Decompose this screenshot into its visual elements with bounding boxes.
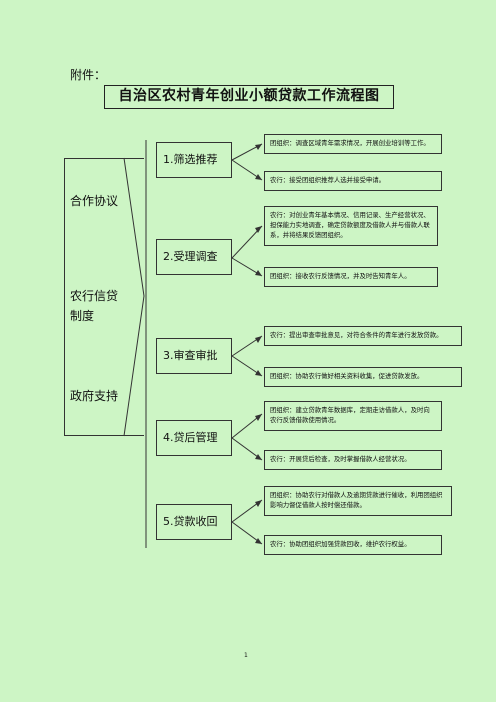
step5-note-youth-league: 团组织：协助农行对借款人及逾期贷款进行催收，利用团组织影响力督促借款人按时偿还借… (264, 486, 452, 516)
step1-note-youth-league: 团组织：调查区域青年需求情况，开展创业培训等工作。 (264, 134, 442, 154)
cooperation-agreement-label: 合作协议 (70, 194, 119, 208)
step2-note-bank: 农行：对创业青年基本情况、信用记录、生产经营状况、担保能力实地调查，确定贷款额度… (264, 206, 438, 246)
step-screening-box: 1.筛选推荐 (156, 142, 232, 178)
page-number: 1 (244, 652, 248, 659)
step3-note-bank: 农行：提出审查审批意见，对符合条件的青年进行发放贷款。 (264, 326, 462, 346)
bank-credit-policy-label-line2: 制度 (70, 309, 95, 323)
government-support-label: 政府支持 (70, 389, 119, 403)
step2-note-youth-league: 团组织：接收农行反馈情况，并及时告知青年人。 (264, 267, 438, 287)
flowchart-title: 自治区农村青年创业小额贷款工作流程图 (104, 85, 394, 109)
step-loan-recovery-box: 5.贷款收回 (156, 504, 232, 540)
step4-note-youth-league: 团组织：建立贷款青年数据库，定期走访借款人，及时向农行反馈借款使用情况。 (264, 401, 442, 431)
step-post-loan-box: 4.贷后管理 (156, 420, 232, 456)
attachment-label: 附件： (70, 68, 107, 82)
bank-credit-policy-label-line1: 农行信贷 (70, 289, 119, 303)
step5-note-bank: 农行：协助团组织加强贷款回收，维护农行权益。 (264, 535, 442, 555)
step-review-approval-box: 3.审查审批 (156, 338, 232, 374)
step-investigation-box: 2.受理调查 (156, 239, 232, 275)
step3-note-youth-league: 团组织：协助农行做好相关资料收集，促进贷款发放。 (264, 367, 462, 387)
step4-note-bank: 农行：开展贷后检查，及时掌握借款人经营状况。 (264, 450, 442, 470)
step1-note-bank: 农行：接受团组织推荐人选并接受申请。 (264, 171, 442, 191)
support-bracket-box (64, 158, 144, 436)
